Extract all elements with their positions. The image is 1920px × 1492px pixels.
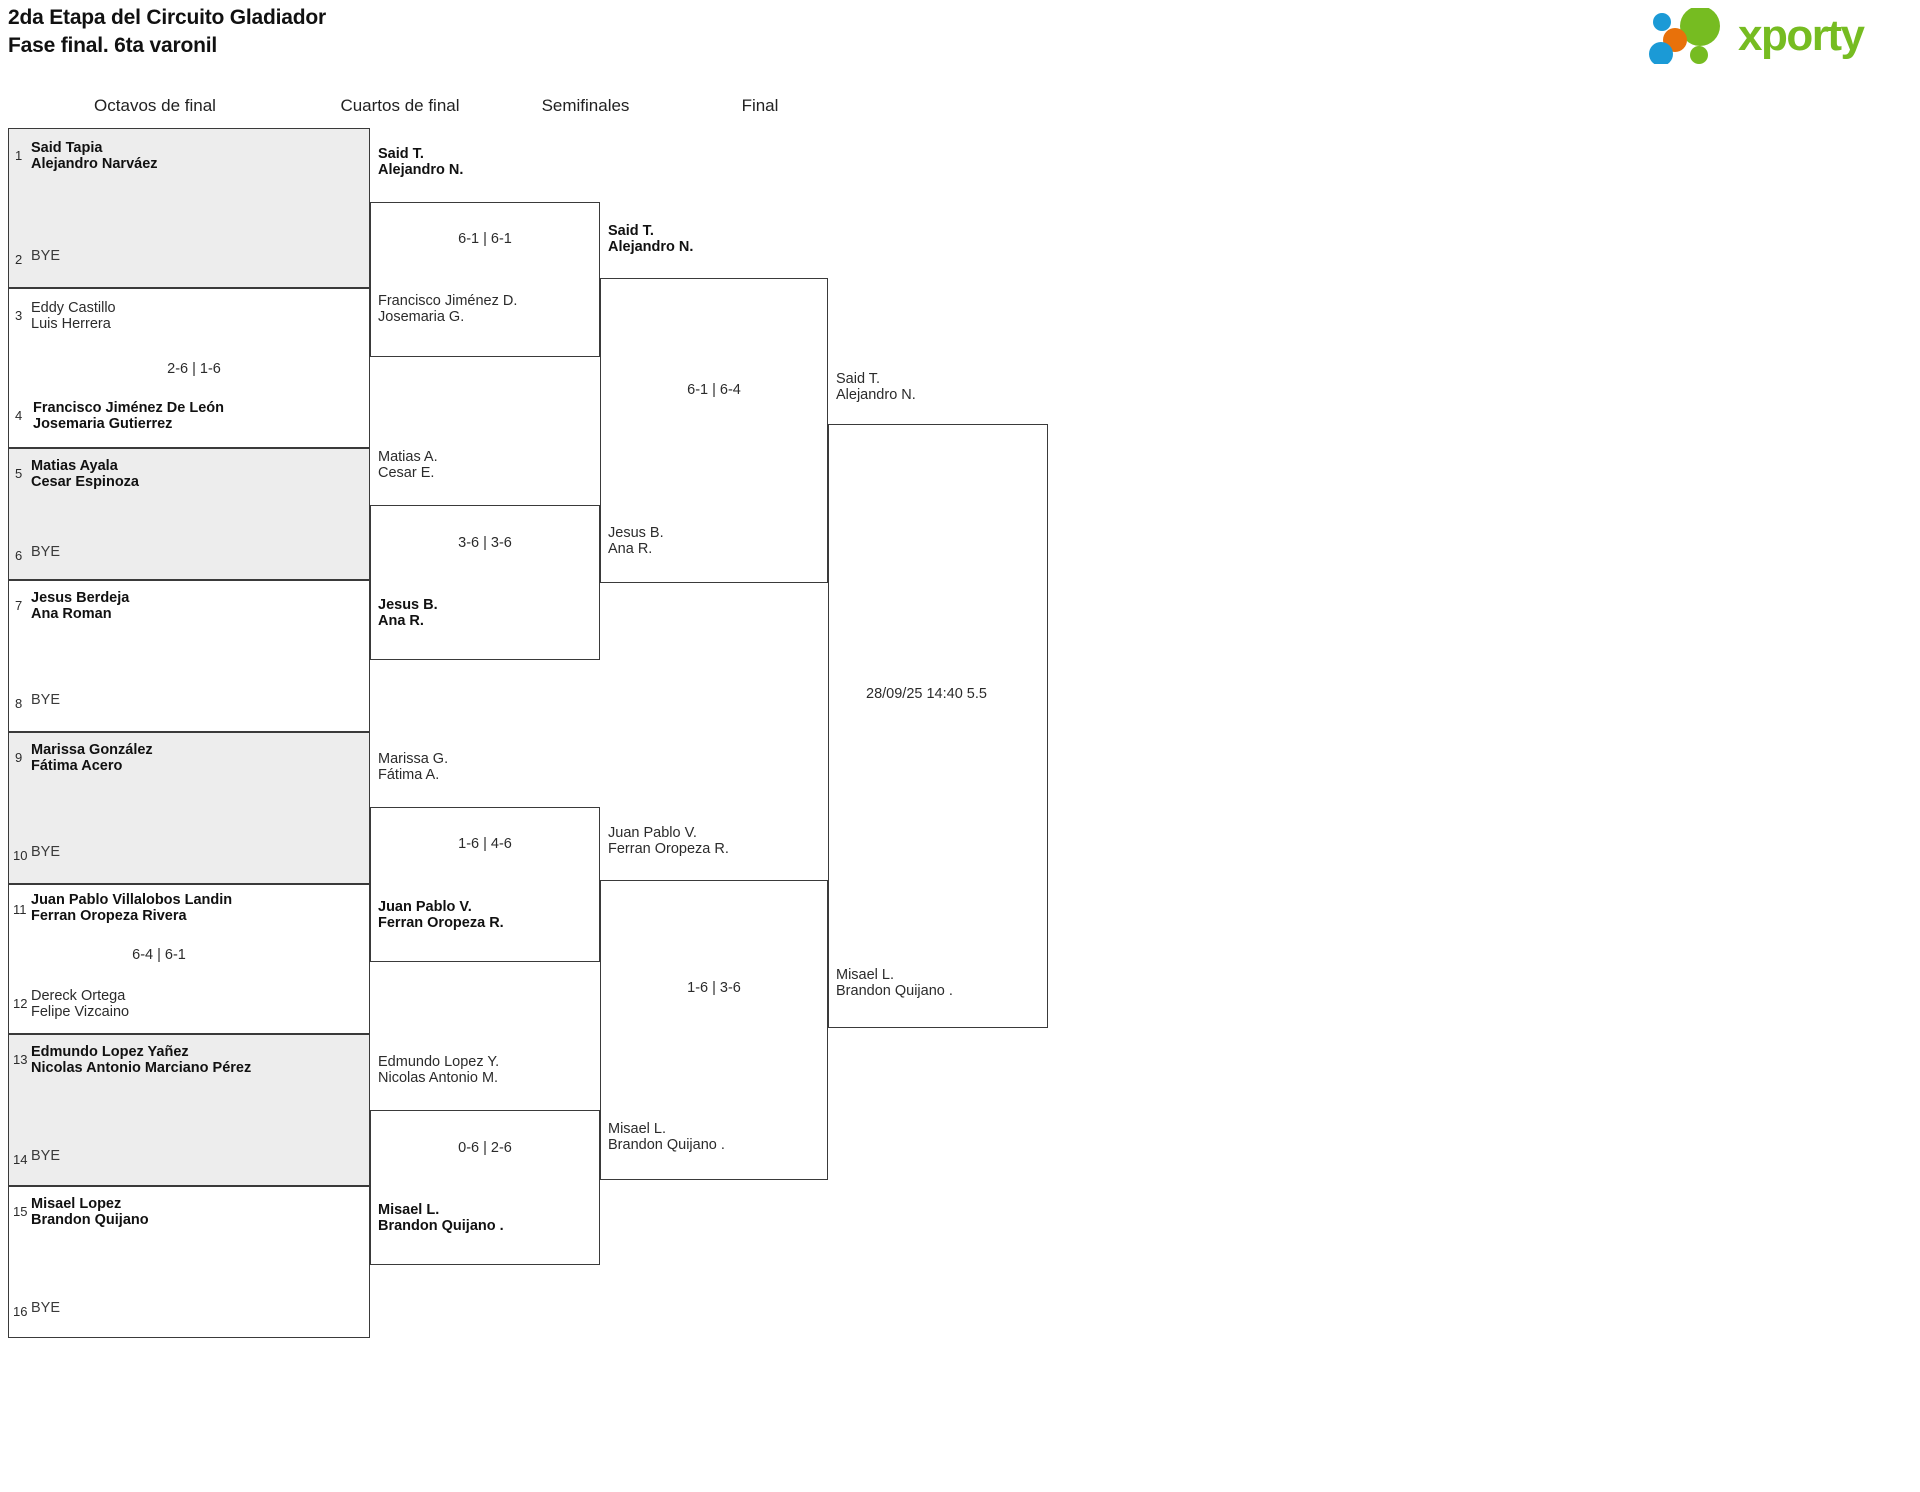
qf-score-2: 3-6 | 3-6 xyxy=(458,535,512,551)
qf-team-1[interactable]: Said T. Alejandro N. xyxy=(378,146,464,178)
title-line-2: Fase final. 6ta varonil xyxy=(8,34,217,58)
round-header-cuartos: Cuartos de final xyxy=(340,96,460,115)
r16-bye: BYE xyxy=(31,1148,61,1164)
r16-score: 2-6 | 1-6 xyxy=(167,361,221,377)
final-datetime: 28/09/25 14:40 5.5 xyxy=(866,686,987,702)
logo-wordmark: xporty xyxy=(1738,11,1865,60)
qf-team-7[interactable]: Edmundo Lopez Y. Nicolas Antonio M. xyxy=(378,1054,500,1086)
r16-team: Misael Lopez Brandon Quijano xyxy=(31,1196,149,1228)
round-header-final: Final xyxy=(741,96,779,115)
qf-score-3: 1-6 | 4-6 xyxy=(458,836,512,852)
r16-bye: BYE xyxy=(31,248,61,264)
sf-score-1: 6-1 | 6-4 xyxy=(687,382,741,398)
seed-number: 3 xyxy=(15,308,23,323)
qf-team-3[interactable]: Matias A. Cesar E. xyxy=(378,449,438,481)
seed-number: 10 xyxy=(13,848,28,863)
seed-number: 8 xyxy=(15,696,23,711)
seed-number: 6 xyxy=(15,548,23,563)
sf-score-2: 1-6 | 3-6 xyxy=(687,980,741,996)
seed-number: 13 xyxy=(13,1052,28,1067)
final-team-bottom[interactable]: Misael L. Brandon Quijano . xyxy=(836,967,953,999)
qf-score-4: 0-6 | 2-6 xyxy=(458,1140,512,1156)
seed-number: 4 xyxy=(15,408,23,423)
qf-connector-4 xyxy=(370,1110,600,1265)
qf-team-8[interactable]: Misael L. Brandon Quijano . xyxy=(378,1202,504,1234)
seed-number: 15 xyxy=(13,1204,28,1219)
r16-match-3[interactable]: 5 Matias Ayala Cesar Espinoza 6 BYE xyxy=(8,448,370,580)
qf-connector-2 xyxy=(370,505,600,660)
r16-team: Edmundo Lopez Yañez Nicolas Antonio Marc… xyxy=(31,1044,252,1076)
r16-match-1[interactable]: 1 Said Tapia Alejandro Narváez 2 BYE xyxy=(8,128,370,288)
sf-team-1[interactable]: Said T. Alejandro N. xyxy=(608,223,694,255)
seed-number: 9 xyxy=(15,750,23,765)
seed-number: 12 xyxy=(13,996,28,1011)
sf-connector-2 xyxy=(600,880,828,1180)
logo-dots-icon xyxy=(1649,6,1720,66)
r16-bye: BYE xyxy=(31,544,61,560)
r16-match-5[interactable]: 9 Marissa González Fátima Acero 10 BYE xyxy=(8,732,370,884)
seed-number: 16 xyxy=(13,1304,28,1319)
r16-bye: BYE xyxy=(31,1300,61,1316)
title-line-1: 2da Etapa del Circuito Gladiador xyxy=(8,6,327,29)
seed-number: 11 xyxy=(13,902,27,917)
sf-team-2[interactable]: Jesus B. Ana R. xyxy=(608,525,664,557)
r16-team: Said Tapia Alejandro Narváez xyxy=(31,140,158,172)
r16-team: Juan Pablo Villalobos Landin Ferran Orop… xyxy=(31,892,233,924)
r16-match-7[interactable]: 13 Edmundo Lopez Yañez Nicolas Antonio M… xyxy=(8,1034,370,1186)
seed-number: 14 xyxy=(13,1152,28,1167)
r16-match-8[interactable]: 15 Misael Lopez Brandon Quijano 16 BYE xyxy=(8,1186,370,1338)
r16-bye: BYE xyxy=(31,692,61,708)
seed-number: 2 xyxy=(15,252,23,267)
sf-team-4[interactable]: Misael L. Brandon Quijano . xyxy=(608,1121,725,1153)
r16-bye: BYE xyxy=(31,844,61,860)
round-header-octavos: Octavos de final xyxy=(94,96,216,115)
seed-number: 5 xyxy=(15,466,23,481)
qf-connector-1 xyxy=(370,202,600,357)
r16-match-4[interactable]: 7 Jesus Berdeja Ana Roman 8 BYE xyxy=(8,580,370,732)
qf-connector-3 xyxy=(370,807,600,962)
qf-team-2[interactable]: Francisco Jiménez D. Josemaria G. xyxy=(378,293,518,325)
seed-number: 1 xyxy=(15,148,23,163)
sf-team-3[interactable]: Juan Pablo V. Ferran Oropeza R. xyxy=(608,825,729,857)
qf-team-4[interactable]: Jesus B. Ana R. xyxy=(378,597,438,629)
qf-team-5[interactable]: Marissa G. Fátima A. xyxy=(378,751,449,783)
final-team-top[interactable]: Said T. Alejandro N. xyxy=(836,371,916,403)
r16-team: Jesus Berdeja Ana Roman xyxy=(31,590,130,622)
qf-team-6[interactable]: Juan Pablo V. Ferran Oropeza R. xyxy=(378,899,504,931)
qf-score-1: 6-1 | 6-1 xyxy=(458,231,512,247)
final-connector xyxy=(828,424,1048,1028)
r16-team: Francisco Jiménez De León Josemaria Guti… xyxy=(33,400,224,432)
r16-team: Marissa González Fátima Acero xyxy=(31,742,153,774)
page-title: 2da Etapa del Circuito Gladiador Fase fi… xyxy=(8,4,326,60)
r16-score: 6-4 | 6-1 xyxy=(132,947,186,963)
seed-number: 7 xyxy=(15,598,23,613)
r16-match-2[interactable]: 3 Eddy Castillo Luis Herrera 2-6 | 1-6 4… xyxy=(8,288,370,448)
r16-team: Eddy Castillo Luis Herrera xyxy=(31,300,116,332)
r16-team: Dereck Ortega Felipe Vizcaino xyxy=(31,988,130,1020)
xporty-logo: xporty xyxy=(1642,6,1902,66)
round-header-semifinales: Semifinales xyxy=(541,96,630,115)
r16-match-6[interactable]: 11 Juan Pablo Villalobos Landin Ferran O… xyxy=(8,884,370,1034)
r16-team: Matias Ayala Cesar Espinoza xyxy=(31,458,139,490)
sf-connector-1 xyxy=(600,278,828,583)
